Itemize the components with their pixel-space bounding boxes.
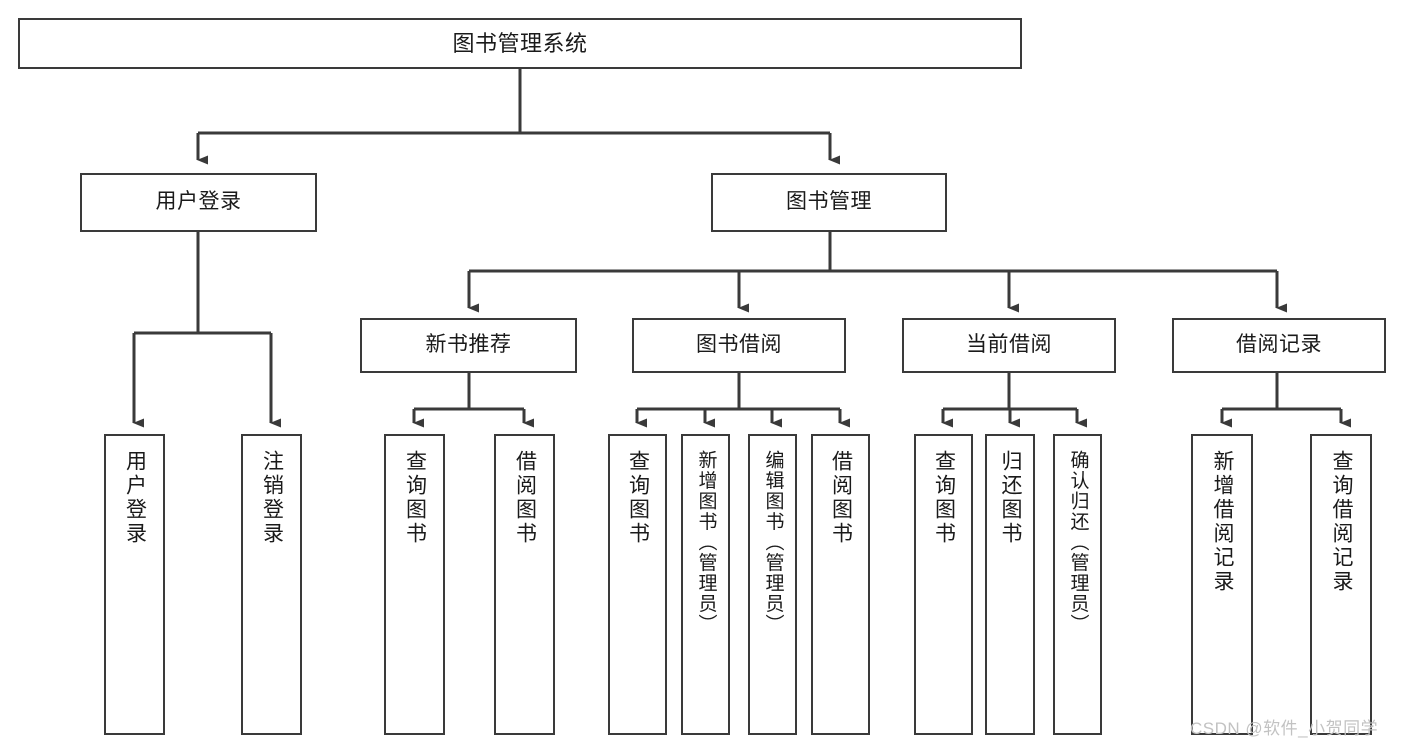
leaf-add-book[interactable]: 新增图书（管理员）	[681, 434, 730, 735]
leaf-query-book-1[interactable]: 查询图书	[384, 434, 445, 735]
leaf-query-record-label: 查询借阅记录	[1330, 450, 1354, 594]
leaf-edit-book-label: 编辑图书（管理员）	[762, 450, 784, 635]
watermark-text: CSDN @软件_小贺同学	[1190, 719, 1379, 738]
node-root-label: 图书管理系统	[452, 30, 588, 56]
node-book-borrow[interactable]: 图书借阅	[632, 318, 846, 373]
leaf-edit-book[interactable]: 编辑图书（管理员）	[748, 434, 797, 735]
node-new-book-rec-label: 新书推荐	[425, 333, 512, 357]
node-book-borrow-label: 图书借阅	[696, 333, 782, 357]
node-current-borrow[interactable]: 当前借阅	[902, 318, 1116, 373]
node-borrow-record-label: 借阅记录	[1236, 333, 1322, 357]
leaf-return-book-label: 归还图书	[999, 450, 1023, 546]
leaf-return-book[interactable]: 归还图书	[985, 434, 1035, 735]
leaf-query-book-1-label: 查询图书	[403, 450, 427, 546]
node-book-manage-label: 图书管理	[786, 190, 872, 214]
node-current-borrow-label: 当前借阅	[966, 333, 1052, 357]
node-user-login-label: 用户登录	[155, 190, 242, 214]
leaf-query-book-2[interactable]: 查询图书	[608, 434, 667, 735]
leaf-borrow-book-1-label: 借阅图书	[513, 450, 537, 546]
leaf-confirm-return-label: 确认归还（管理员）	[1067, 450, 1089, 635]
leaf-query-book-2-label: 查询图书	[626, 450, 650, 546]
leaf-borrow-book-1[interactable]: 借阅图书	[494, 434, 555, 735]
node-new-book-rec[interactable]: 新书推荐	[360, 318, 577, 373]
leaf-add-book-label: 新增图书（管理员）	[695, 450, 717, 635]
node-root[interactable]: 图书管理系统	[18, 18, 1022, 69]
leaf-logout[interactable]: 注销登录	[241, 434, 302, 735]
leaf-borrow-book-2[interactable]: 借阅图书	[811, 434, 870, 735]
node-user-login[interactable]: 用户登录	[80, 173, 317, 232]
leaf-logout-label: 注销登录	[260, 450, 284, 546]
node-borrow-record[interactable]: 借阅记录	[1172, 318, 1386, 373]
node-book-manage[interactable]: 图书管理	[711, 173, 947, 232]
leaf-borrow-book-2-label: 借阅图书	[829, 450, 853, 546]
leaf-user-login[interactable]: 用户登录	[104, 434, 165, 735]
leaf-add-record-label: 新增借阅记录	[1211, 450, 1235, 594]
leaf-add-record[interactable]: 新增借阅记录	[1191, 434, 1253, 735]
leaf-query-book-3[interactable]: 查询图书	[914, 434, 973, 735]
leaf-user-login-label: 用户登录	[123, 450, 147, 546]
leaf-query-book-3-label: 查询图书	[932, 450, 956, 546]
leaf-confirm-return[interactable]: 确认归还（管理员）	[1053, 434, 1102, 735]
leaf-query-record[interactable]: 查询借阅记录	[1310, 434, 1372, 735]
